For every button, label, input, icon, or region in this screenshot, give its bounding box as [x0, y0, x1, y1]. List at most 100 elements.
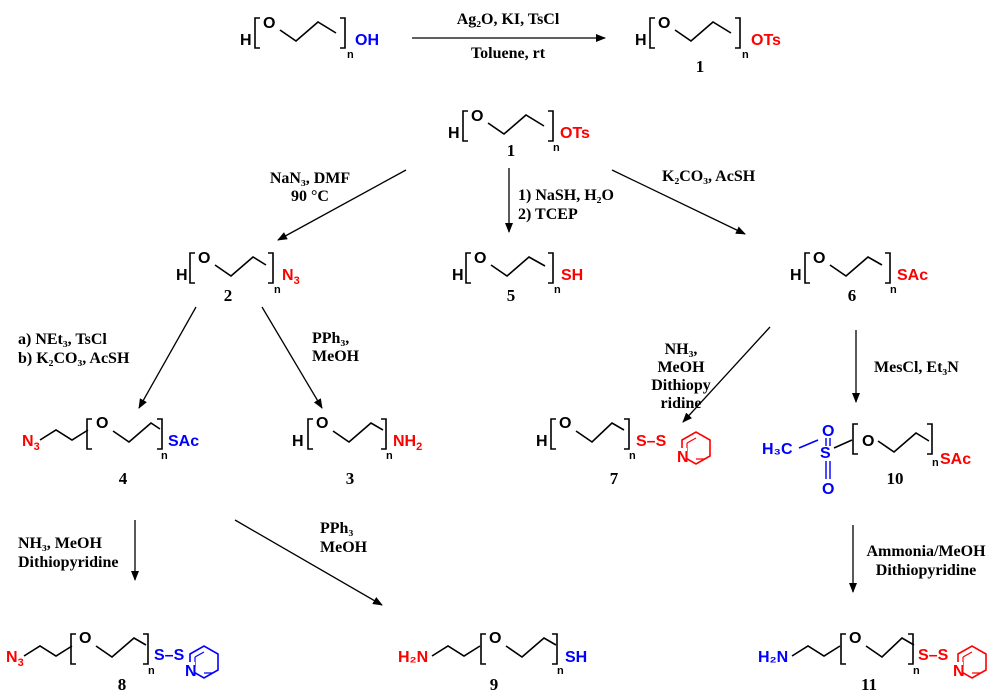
c8-ss: S–S: [154, 647, 185, 664]
compound-label-7: 7: [610, 469, 619, 488]
compound-label-6: 6: [848, 286, 857, 305]
bracket-right: [908, 633, 914, 665]
ethylene-bonds: [112, 421, 161, 444]
cond-r9-1: PPh₃: [320, 520, 353, 537]
c1m-ots: OTs: [560, 125, 590, 142]
cond-r1-2: 90 °C: [291, 188, 329, 205]
oxygen-atom: O: [316, 415, 328, 432]
pyridine-n: N: [953, 663, 965, 680]
arrow-r1: [277, 169, 407, 241]
ethylene-bonds: [877, 432, 930, 454]
compound-4: N3 O n SAc 4: [22, 415, 199, 488]
bracket-right: [735, 17, 741, 49]
compound-label-2: 2: [224, 286, 233, 305]
bracket-left: [254, 17, 260, 49]
bracket-left: [86, 418, 92, 450]
cond-r5-1: PPh₃,: [312, 330, 349, 347]
c2-h: H: [176, 267, 188, 284]
compound-label-9: 9: [490, 675, 499, 694]
c10-s: S: [820, 445, 831, 462]
c7-h: H: [536, 433, 548, 450]
c4-sac: SAc: [168, 433, 199, 450]
compound-11: H₂N O n S–S N 11: [758, 630, 987, 694]
ethylene-bonds: [505, 637, 557, 659]
c1m-h: H: [448, 125, 460, 142]
pyridine-n: N: [677, 449, 689, 466]
pyridine-ring: N: [184, 645, 219, 680]
oxygen-atom: O: [198, 250, 210, 267]
compound-label-1-mid: 1: [507, 141, 516, 160]
arrow-r3: [611, 169, 746, 235]
repeat-n: n: [347, 49, 354, 61]
bracket-left: [550, 418, 556, 450]
repeat-n: n: [932, 457, 939, 469]
cond-r6-4: ridine: [661, 395, 702, 412]
bracket-right: [885, 252, 891, 284]
bracket-right: [548, 110, 554, 142]
bracket-left: [852, 423, 858, 455]
oxygen-atom: O: [849, 630, 861, 647]
start-h: H: [240, 32, 252, 49]
arrow-r9: [234, 519, 383, 606]
cond-r1-1: NaN₃, DMF: [270, 170, 351, 187]
oxygen-atom: O: [79, 630, 91, 647]
c11-ss: S–S: [918, 647, 949, 664]
start-oh: OH: [355, 32, 379, 49]
cond-r6-3: Dithiopy: [651, 377, 711, 394]
compound-label-4: 4: [119, 469, 128, 488]
compound-6: H O n SAc 6: [790, 250, 928, 305]
pyridine-ring: N: [952, 645, 987, 680]
compound-8: N3 O n S–S N 8: [6, 630, 219, 694]
c10-bond-cs: [798, 439, 819, 449]
compound-9: H₂N O n SH 9: [398, 630, 587, 694]
c1-h: H: [635, 32, 647, 49]
repeat-n: n: [274, 284, 281, 296]
c10-bond-so: [833, 439, 853, 449]
oxygen-atom: O: [471, 108, 483, 125]
repeat-n: n: [386, 450, 393, 462]
compound-label-11: 11: [861, 675, 877, 694]
ethyl-linker: [23, 645, 73, 657]
c10-o-top: O: [822, 423, 834, 440]
compound-3: H O n NH2 3: [292, 415, 422, 488]
ethylene-bonds: [487, 114, 545, 136]
compound-1-top: H O n OTs 1: [635, 15, 781, 76]
compound-5: H O n SH 5: [452, 250, 583, 305]
oxygen-atom: O: [96, 415, 108, 432]
ethylene-bonds: [332, 422, 384, 444]
oxygen-atom: O: [813, 250, 825, 267]
ethylene-bonds: [279, 21, 337, 43]
ethylene-bonds: [829, 256, 883, 278]
repeat-n: n: [557, 665, 564, 677]
c1-ots: OTs: [751, 32, 781, 49]
oxygen-atom: O: [559, 415, 571, 432]
c4-n3: N3: [22, 433, 40, 453]
c8-n3: N3: [6, 649, 24, 669]
c5-h: H: [452, 267, 464, 284]
compound-label-10: 10: [887, 469, 904, 488]
c7-ss: S–S: [636, 433, 667, 450]
ethylene-bonds: [214, 256, 267, 278]
cond-r3-1: K₂CO₃, AcSH: [662, 168, 756, 185]
repeat-n: n: [553, 142, 560, 154]
compound-label-5: 5: [507, 286, 516, 305]
ethyl-linker: [39, 429, 89, 441]
bracket-right: [340, 17, 346, 49]
c6-sac: SAc: [897, 267, 928, 284]
compound-label-3: 3: [346, 469, 355, 488]
repeat-n: n: [742, 49, 749, 61]
oxygen-atom: O: [263, 15, 275, 32]
cond-r6-1: NH₃,: [665, 341, 698, 358]
cond-r4-2: b) K₂CO₃, AcSH: [18, 350, 130, 367]
c10-h3c: H₃C: [762, 441, 793, 458]
bracket-right: [157, 418, 163, 450]
cond-r8-1: NH₃, MeOH: [18, 535, 102, 552]
arrow-r6: [682, 326, 771, 423]
bracket-left: [189, 252, 195, 284]
bracket-left: [70, 633, 76, 665]
repeat-n: n: [629, 450, 636, 462]
repeat-n: n: [554, 284, 561, 296]
c10-so-double-bonds: [825, 438, 831, 479]
oxygen-atom: O: [474, 250, 486, 267]
bracket-left: [480, 633, 486, 665]
